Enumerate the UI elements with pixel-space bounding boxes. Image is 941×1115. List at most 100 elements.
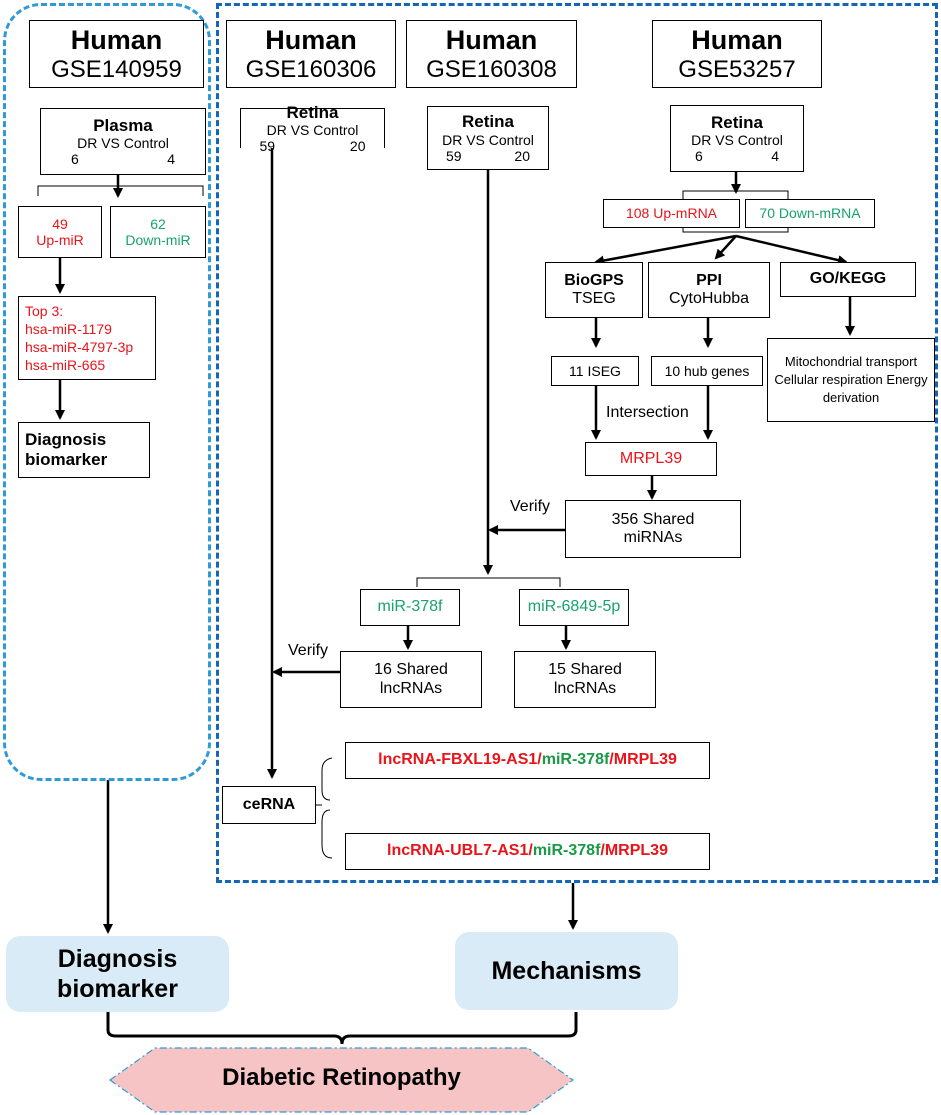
mechanisms-box: Mechanisms (455, 932, 678, 1010)
iseg-label: 11 ISEG (569, 362, 621, 379)
top3-item: hsa-miR-4797-3p (25, 339, 134, 355)
shared-mirnas-box: 356 Shared miRNAs (565, 500, 741, 558)
bracket-mir-split (416, 577, 561, 587)
bracket-mrna-split (682, 190, 789, 199)
sample-control-count: 20 (349, 138, 366, 155)
gokegg-box: GO/KEGG (780, 262, 916, 297)
dataset-gse160308: Human GSE160308 (406, 20, 577, 88)
arrow-to-gokegg (735, 234, 848, 266)
dr-hexagon (108, 1047, 575, 1113)
gokegg-title: GO/KEGG (809, 270, 887, 288)
sample-retina-gse53257: Retina DR VS Control 6 4 (670, 105, 804, 172)
cerna-lncrna: lncRNA-FBXL19-AS1 (378, 751, 538, 769)
sample-compare: DR VS Control (77, 135, 169, 152)
biogps-title: BioGPS (564, 271, 624, 289)
arrow-to-biogps (594, 234, 737, 266)
down-mrna-box: 70 Down-mRNA (745, 199, 875, 228)
sample-retina-gse160308: Retina DR VS Control 59 20 (427, 106, 549, 170)
mito-box: Mitochondrial transport Cellular respira… (767, 338, 935, 422)
brace-upper (321, 757, 333, 801)
shared15-label: 15 Shared lncRNAs (548, 661, 622, 697)
cerna-mirna: miR-378f (532, 842, 601, 860)
cerna-separator: / (609, 751, 614, 769)
mrpl39-label: MRPL39 (619, 449, 683, 467)
shared-mirnas-label: 356 Shared miRNAs (611, 510, 695, 546)
dr-label: Diabetic Retinopathy (222, 1064, 461, 1091)
intersection-label: Intersection (606, 404, 689, 421)
left-frame (3, 3, 211, 781)
hub-label: 10 hub genes (664, 362, 750, 379)
mito-text: Mitochondrial transport Cellular respira… (774, 353, 928, 406)
cerna-axis-1: lncRNA-FBXL19-AS1 / miR-378f / MRPL39 (345, 742, 710, 779)
sample-plasma: Plasma DR VS Control 6 4 (40, 108, 206, 175)
mir-6849-label: miR-6849-5p (527, 598, 621, 616)
sample-dr-count: 6 (695, 148, 703, 165)
verify-label-1: Verify (510, 498, 551, 515)
sample-dr-count: 6 (71, 151, 79, 168)
up-mrna-box: 108 Up-mRNA (603, 199, 740, 228)
top3-box: Top 3: hsa-miR-1179 hsa-miR-4797-3p hsa-… (18, 296, 156, 380)
ppi-sub: CytoHubba (668, 290, 750, 307)
biogps-box: BioGPS TSEG (545, 262, 643, 318)
diagnosis-biomarker-box: Diagnosis biomarker (6, 936, 229, 1012)
diagnosis-line2: biomarker (25, 450, 108, 469)
sample-tissue: Plasma (93, 115, 153, 135)
dataset-id: GSE160308 (426, 55, 557, 83)
diagnosis-biomarker-line2: biomarker (57, 975, 178, 1003)
sample-compare: DR VS Control (442, 131, 534, 148)
mechanisms-label: Mechanisms (491, 957, 642, 985)
diagnosis-box: Diagnosis biomarker (18, 422, 150, 478)
down-mrna-label: 70 Down-mRNA (759, 205, 861, 222)
cerna-mirna: miR-378f (541, 751, 610, 769)
bottom-brace (106, 1012, 578, 1045)
shared15-box: 15 Shared lncRNAs (514, 651, 656, 708)
dataset-species: Human (265, 24, 357, 55)
sample-compare: DR VS Control (266, 122, 359, 139)
shared16-label: 16 Shared lncRNAs (374, 661, 448, 697)
biogps-sub: TSEG (572, 290, 616, 307)
sample-control-count: 4 (167, 151, 175, 168)
bracket-left-split (37, 185, 204, 196)
dataset-id: GSE160306 (245, 55, 377, 83)
dataset-species: Human (445, 24, 538, 55)
sample-compare: DR VS Control (691, 132, 783, 149)
ppi-box: PPI CytoHubba (648, 262, 770, 318)
down-mir-box: 62 Down-miR (110, 206, 206, 258)
top3-item: hsa-miR-1179 (25, 320, 112, 337)
diagnosis-line1: Diagnosis (25, 430, 107, 450)
cerna-gene: MRPL39 (604, 842, 668, 860)
mir-6849-box: miR-6849-5p (519, 589, 629, 626)
dataset-id: GSE140959 (51, 55, 182, 83)
sample-dr-count: 59 (446, 147, 462, 164)
sample-tissue: Retina (711, 112, 763, 132)
sample-dr-count: 59 (259, 138, 276, 155)
dataset-gse140959: Human GSE140959 (29, 20, 204, 88)
arrow-to-ppi (714, 235, 737, 260)
down-mir-count: 62 (150, 215, 166, 232)
sample-tissue: Retina (286, 102, 339, 122)
hub-box: 10 hub genes (651, 356, 763, 386)
top3-title: Top 3: (25, 302, 64, 319)
mrpl39-box: MRPL39 (585, 442, 717, 476)
bracket-mrna-join (682, 226, 789, 233)
mir-378f-label: miR-378f (377, 598, 443, 616)
cerna-separator: / (537, 751, 542, 769)
mir-378f-box: miR-378f (360, 589, 460, 626)
brace-lower (321, 809, 333, 859)
sample-control-count: 4 (771, 148, 779, 165)
cerna-separator: / (528, 842, 533, 860)
cerna-separator: / (600, 842, 605, 860)
iseg-box: 11 ISEG (551, 356, 639, 386)
dataset-gse53257: Human GSE53257 (652, 20, 822, 88)
dataset-species: Human (70, 24, 163, 55)
cerna-box: ceRNA (222, 786, 316, 824)
sample-retina-gse160306: Retina DR VS Control 59 20 (240, 103, 385, 154)
sample-control-count: 20 (514, 147, 530, 164)
cerna-label: ceRNA (242, 795, 296, 813)
dataset-gse160306: Human GSE160306 (226, 20, 396, 88)
cerna-gene: MRPL39 (613, 751, 677, 769)
cerna-lncrna: lncRNA-UBL7-AS1 (387, 842, 529, 860)
sample-tissue: Retina (462, 112, 514, 132)
